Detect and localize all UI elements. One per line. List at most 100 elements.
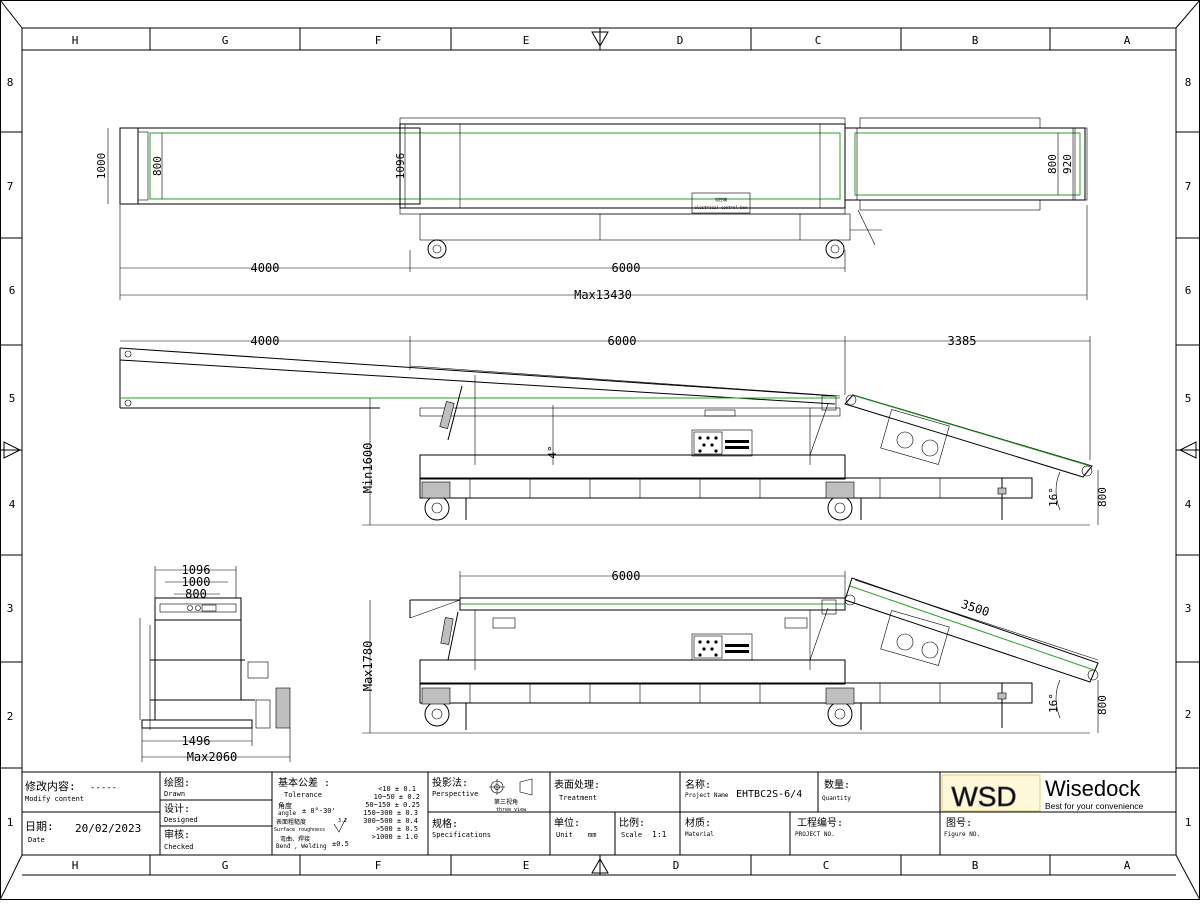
checked-en: Checked xyxy=(164,843,194,851)
side-view-lower: 6000 3500 Max1780 16° 800 xyxy=(361,569,1109,734)
unit-en: Unit xyxy=(556,831,573,839)
third-view-en: three view xyxy=(496,807,527,813)
roughness-value: 3.2 xyxy=(338,818,347,824)
dim-end-800: 800 xyxy=(185,587,207,601)
tolerance-en: Tolerance xyxy=(284,791,322,799)
tol-row: 300~500 ± 0.4 xyxy=(363,817,418,825)
zone-ticks xyxy=(0,28,1200,876)
bend-en: Bend , Welding xyxy=(276,843,327,850)
upper-ramp xyxy=(809,394,1093,478)
center-mark-bottom xyxy=(591,857,609,874)
dim-end-1000: 1000 xyxy=(182,575,211,589)
control-box-label-cn: 电控箱 xyxy=(715,196,727,202)
zone-top-5: C xyxy=(815,34,822,47)
roughness-cn: 表面粗糙度 xyxy=(276,818,306,826)
angle-upper-16deg: 16° xyxy=(1047,487,1060,507)
zone-right-5: 3 xyxy=(1185,602,1192,615)
lower-wheel-right xyxy=(827,701,853,727)
zone-top-3: E xyxy=(523,34,530,47)
treatment-cn: 表面处理: xyxy=(554,778,600,791)
angle-en: angle xyxy=(278,810,296,817)
modify-label-cn: 修改内容: xyxy=(25,779,76,793)
checked-cn: 审核: xyxy=(164,828,190,841)
angle-cn: 角度 xyxy=(278,801,292,810)
center-mark-top xyxy=(591,31,609,48)
dim-upper-6000: 6000 xyxy=(608,334,637,348)
angle-lower-16deg: 16° xyxy=(1047,693,1060,713)
zone-top-7: A xyxy=(1124,34,1131,47)
zone-right-1: 7 xyxy=(1185,180,1192,193)
figure-en: Figure NO. xyxy=(944,831,980,838)
tol-row: 150~300 ± 0.3 xyxy=(363,809,418,817)
name-en: Project Name xyxy=(685,792,729,799)
figure-cn: 图号: xyxy=(946,817,972,829)
name-cn: 名称: xyxy=(685,778,711,791)
zone-labels-bottom: H G F E D C B A xyxy=(72,859,1131,872)
drawn-en: Drawn xyxy=(164,790,185,798)
designed-en: Designed xyxy=(164,816,198,824)
dim-end-1496: 1496 xyxy=(182,734,211,748)
top-wheel-right xyxy=(825,239,845,259)
tol-row: 50~150 ± 0.25 xyxy=(365,801,420,809)
roughness-en: Surface roughness xyxy=(274,827,325,833)
bend-cn: 弯曲、焊接 xyxy=(280,835,310,843)
zone-top-2: F xyxy=(375,34,382,47)
angle-upper-4deg: 4° xyxy=(546,445,559,458)
tol-row: <10 ± 0.1 xyxy=(378,785,416,793)
unit-value: mm xyxy=(588,831,596,839)
zone-left-5: 3 xyxy=(7,602,14,615)
brand-name: Wisedock xyxy=(1045,776,1141,801)
title-block: 修改内容: ----- Modify content 日期: Date 20/0… xyxy=(21,771,1177,856)
third-angle-symbol xyxy=(489,778,533,796)
drawn-cn: 绘图: xyxy=(164,776,190,789)
zone-right-4: 4 xyxy=(1185,498,1192,511)
zone-top-0: H xyxy=(72,34,79,47)
zone-left-1: 7 xyxy=(7,180,14,193)
zone-right-7: 1 xyxy=(1185,816,1192,829)
date-value: 20/02/2023 xyxy=(75,822,141,835)
third-view-cn: 第三视角 xyxy=(494,798,518,806)
project-no-en: PROJECT NO. xyxy=(795,831,835,838)
zone-labels-top: H G F E D C B A xyxy=(72,34,1131,47)
top-belt-main xyxy=(149,132,841,200)
zone-bottom-4: D xyxy=(673,859,680,872)
modify-label-en: Modify content xyxy=(25,795,84,803)
spec-cn: 规格: xyxy=(432,817,458,830)
zone-labels-right: 8 7 6 5 4 3 2 1 xyxy=(1185,76,1192,829)
date-label-en: Date xyxy=(28,836,45,844)
modify-dashes: ----- xyxy=(90,783,117,793)
top-belt-ramp xyxy=(854,132,1081,196)
spec-en: Specifications xyxy=(432,831,491,839)
zone-left-4: 4 xyxy=(9,498,16,511)
material-cn: 材质: xyxy=(685,816,711,829)
designed-cn: 设计: xyxy=(164,802,190,815)
projection-cn: 投影法: xyxy=(432,776,468,789)
control-box-label-en: electrical control box xyxy=(695,205,749,210)
logo-box xyxy=(941,774,1041,812)
top-view: 电控箱 electrical control box 1000 800 1096… xyxy=(95,117,1088,302)
zone-left-3: 5 xyxy=(9,392,16,405)
center-mark-right xyxy=(1178,441,1197,459)
end-view: 1096 1000 800 1496 Max2060 xyxy=(139,563,291,764)
dim-top-920: 920 xyxy=(1061,154,1074,174)
dim-top-4000: 4000 xyxy=(251,261,280,275)
zone-right-0: 8 xyxy=(1185,76,1192,89)
zone-top-6: B xyxy=(972,34,979,47)
zone-bottom-0: H xyxy=(72,859,79,872)
tol-row: 10~50 ± 0.2 xyxy=(374,793,420,801)
bend-value: ±0.5 xyxy=(332,840,349,848)
tol-row: >500 ± 0.5 xyxy=(376,825,418,833)
dim-top-6000: 6000 xyxy=(612,261,641,275)
upper-wheel-left xyxy=(424,495,450,521)
center-mark-left xyxy=(3,441,22,459)
zone-right-6: 2 xyxy=(1185,708,1192,721)
scale-value: 1:1 xyxy=(652,830,667,839)
dim-end-1096: 1096 xyxy=(182,563,211,577)
zone-left-0: 8 xyxy=(7,76,14,89)
tol-row: >1000 ± 1.0 xyxy=(372,833,418,841)
dim-top-800-right: 800 xyxy=(1046,154,1059,174)
zone-bottom-6: B xyxy=(972,859,979,872)
tolerance-cn: 基本公差 : xyxy=(278,776,330,789)
angle-value: ± 0°-30' xyxy=(302,807,336,815)
